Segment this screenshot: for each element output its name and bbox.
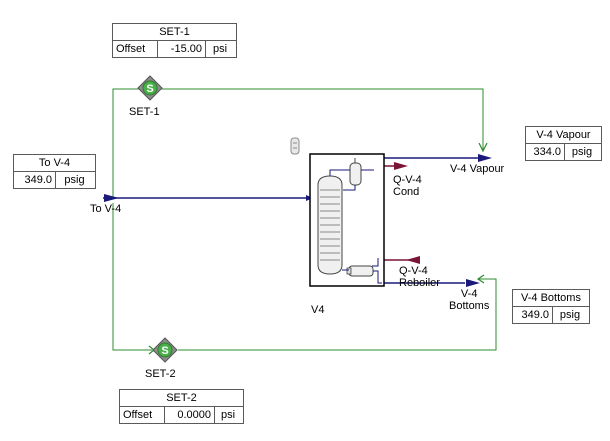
energy-arrowheads (394, 162, 420, 264)
v4-bottoms-table-row: 349.0 psig (513, 307, 589, 323)
tag-icon[interactable] (290, 137, 300, 155)
set2-param-value: 0.0000 (165, 407, 215, 423)
v4-bottoms-arrow[interactable] (466, 279, 480, 287)
v4-vapour-table-title: V-4 Vapour (526, 127, 601, 144)
set1-signal-line[interactable] (154, 88, 484, 150)
v4-vapour-pressure-value: 334.0 (526, 144, 565, 160)
set1-table-title: SET-1 (113, 24, 236, 41)
v4-bottoms-label-line2: Bottoms (449, 300, 490, 312)
set1-param-unit: psi (212, 43, 228, 55)
set1-label[interactable]: SET-1 (129, 106, 160, 118)
v4-vapour-arrow[interactable] (478, 154, 492, 162)
set2-param-unit: psi (220, 409, 236, 421)
q-reboiler-arrow[interactable] (406, 256, 420, 264)
material-streams (103, 157, 485, 284)
bottoms-signal-arrowhead (476, 274, 485, 284)
v4-column-unit[interactable] (309, 153, 385, 287)
to-v4-table-title: To V-4 (14, 155, 95, 172)
distillation-column-icon (317, 175, 343, 275)
to-v4-pressure-unit: psig (64, 174, 85, 186)
set1-table-row: Offset -15.00 psi (113, 41, 236, 57)
v4-vapour-label[interactable]: V-4 Vapour (450, 163, 505, 175)
set2-badge-letter: S (161, 345, 168, 357)
v4-bottoms-table[interactable]: V-4 Bottoms 349.0 psig (512, 289, 590, 324)
q-cond-label-line1: Q-V-4 (393, 174, 422, 186)
q-cond-arrow[interactable] (394, 162, 408, 170)
to-v4-label[interactable]: To V-4 (90, 203, 122, 215)
column-piping (329, 169, 382, 284)
v4-vapour-table[interactable]: V-4 Vapour 334.0 psig (525, 126, 602, 161)
q-reboiler-label-line1: Q-V-4 (399, 265, 428, 277)
set2-table-row: Offset 0.0000 psi (120, 407, 243, 423)
to-v4-feed-arrow[interactable] (104, 194, 119, 202)
material-arrowheads (104, 154, 492, 287)
set1-param-name: Offset (113, 41, 158, 57)
v4-vapour-table-row: 334.0 psig (526, 144, 601, 160)
to-v4-table-row: 349.0 psig (14, 172, 95, 188)
set1-source-line[interactable] (112, 88, 140, 198)
set2-diamond-icon[interactable]: S (152, 337, 178, 366)
set1-table[interactable]: SET-1 Offset -15.00 psi (112, 23, 237, 58)
v4-bottoms-pressure-value: 349.0 (513, 307, 553, 323)
set2-table-title: SET-2 (120, 390, 243, 407)
reboiler-icon (346, 265, 374, 277)
set1-badge-letter: S (146, 83, 153, 95)
q-cond-label[interactable]: Q-V-4 Cond (393, 174, 422, 198)
set2-label[interactable]: SET-2 (145, 368, 176, 380)
v4-vapour-pressure-unit: psig (571, 146, 593, 158)
to-v4-table[interactable]: To V-4 349.0 psig (13, 154, 96, 189)
column-name-label[interactable]: V4 (311, 304, 325, 316)
v4-bottoms-label[interactable]: V-4 Bottoms (449, 288, 489, 312)
set1-diamond-icon[interactable]: S (137, 75, 163, 104)
set2-signal-line[interactable] (178, 278, 497, 351)
column-trays (320, 189, 340, 261)
q-reboiler-label[interactable]: Q-V-4 Reboiler (399, 265, 440, 289)
signal-lines (112, 88, 497, 351)
set2-param-name: Offset (120, 407, 165, 423)
reboiler-body (348, 265, 374, 277)
to-v4-pressure-value: 349.0 (14, 172, 56, 188)
v4-bottoms-table-title: V-4 Bottoms (513, 290, 589, 307)
q-cond-label-line2: Cond (393, 186, 420, 198)
condenser-drum (349, 162, 362, 186)
set1-param-value: -15.00 (158, 41, 206, 57)
v4-bottoms-label-line1: V-4 (460, 288, 478, 300)
q-reboiler-label-line2: Reboiler (399, 277, 440, 289)
set2-source-line[interactable] (112, 203, 152, 351)
v4-bottoms-pressure-unit: psig (559, 309, 581, 321)
set1-arrowhead (478, 142, 488, 153)
set2-table[interactable]: SET-2 Offset 0.0000 psi (119, 389, 244, 424)
